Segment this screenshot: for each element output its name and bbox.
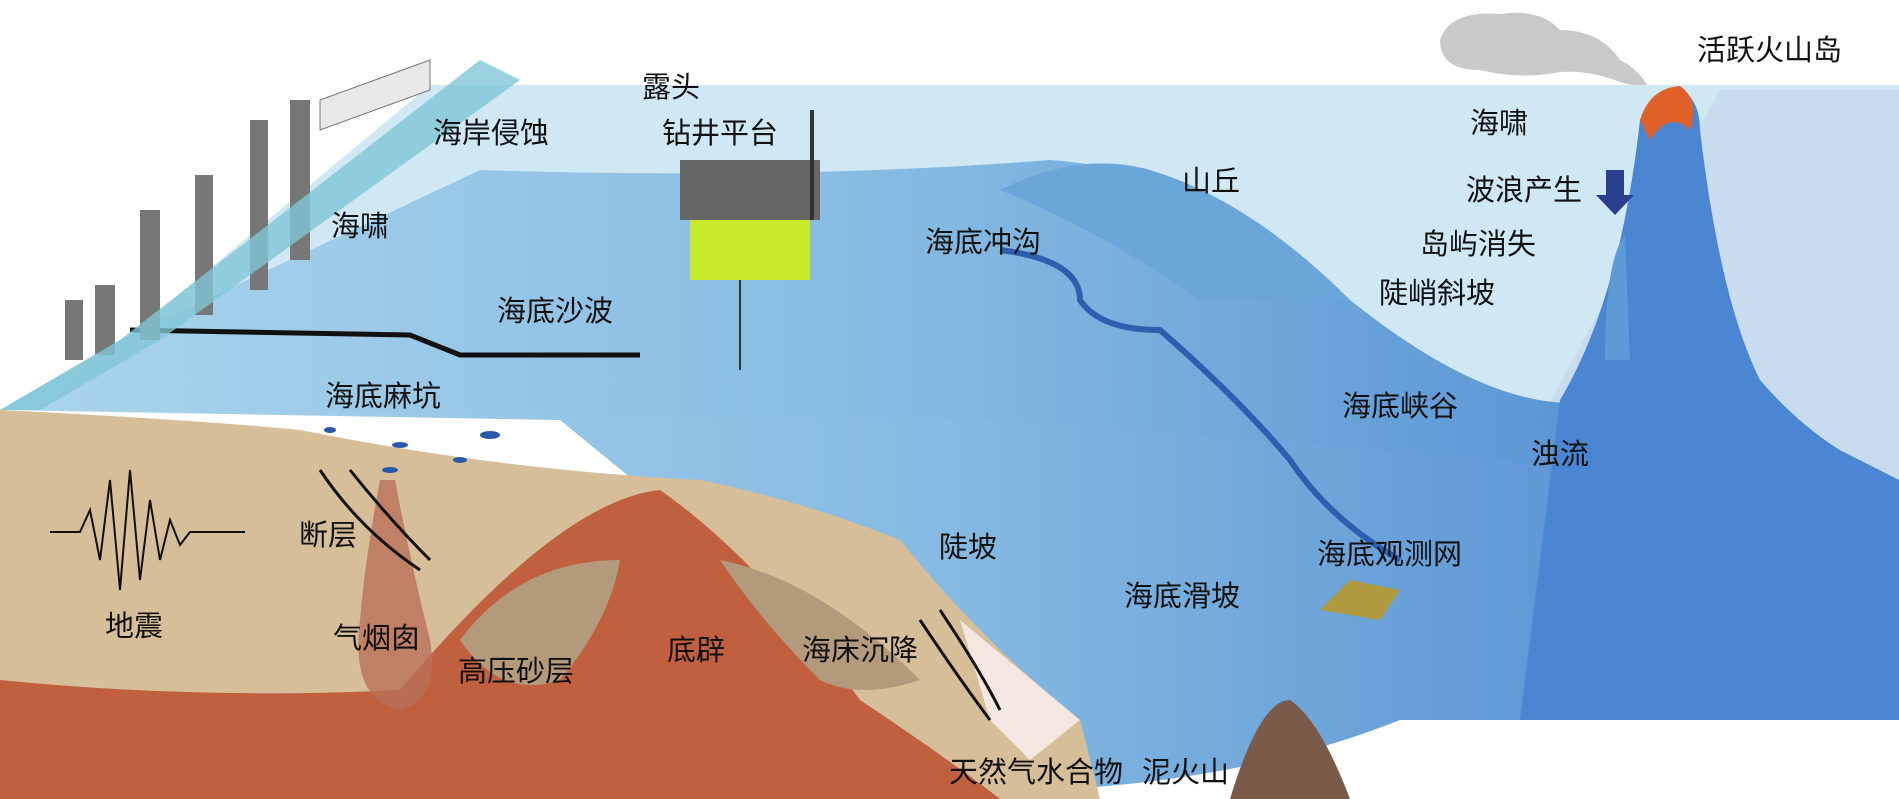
- label-scarp: 陡坡: [939, 530, 997, 564]
- label-hill: 山丘: [1182, 164, 1240, 198]
- label-wave-generation: 波浪产生: [1466, 173, 1582, 207]
- submarine-canyon-channel: [999, 247, 1402, 563]
- volcano-island: [1520, 88, 1899, 720]
- label-outcrop: 露头: [642, 70, 700, 104]
- mud-volcano: [1230, 700, 1350, 799]
- lava: [1640, 86, 1694, 140]
- down-arrow-icon: [1596, 170, 1634, 215]
- label-observation-network: 海底观测网: [1317, 537, 1462, 571]
- coastline: [0, 60, 520, 410]
- label-island-disappears: 岛屿消失: [1420, 227, 1536, 261]
- pockmarks: [324, 427, 500, 473]
- label-seabed-subsidence: 海床沉降: [802, 633, 918, 667]
- seismogram-icon: [50, 469, 245, 591]
- label-diapir: 底辟: [667, 633, 725, 667]
- label-submarine-canyon: 海底峡谷: [1342, 389, 1458, 423]
- volcanic-smoke: [1440, 12, 1650, 90]
- labels: 活跃火山岛 露头 海岸侵蚀 钻井平台 海啸 海底沙波 山丘 海底冲沟 海啸 波浪…: [105, 33, 1842, 789]
- label-active-volcano-island: 活跃火山岛: [1697, 33, 1842, 67]
- label-submarine-landslide: 海底滑坡: [1124, 579, 1240, 613]
- label-pockmarks: 海底麻坑: [325, 379, 441, 413]
- drilling-platform: [680, 110, 820, 370]
- label-seabed-gully: 海底冲沟: [925, 225, 1041, 259]
- island-remnant: [1605, 235, 1630, 360]
- high-pressure-sand: [460, 560, 620, 685]
- pipeline: [129, 327, 640, 358]
- label-sand-waves: 海底沙波: [497, 294, 613, 328]
- label-steep-slope: 陡峭斜坡: [1379, 276, 1495, 310]
- sand-layer-right: [720, 560, 920, 690]
- observation-node: [1320, 580, 1400, 620]
- label-mud-volcano: 泥火山: [1142, 755, 1229, 789]
- label-gas-chimney: 气烟囱: [333, 621, 420, 655]
- label-tsunami-right: 海啸: [1470, 106, 1528, 140]
- label-turbidity-current: 浊流: [1531, 437, 1589, 471]
- label-drilling-platform: 钻井平台: [662, 116, 778, 150]
- faults: [318, 469, 1002, 721]
- gas-hydrate-zone: [960, 620, 1080, 760]
- seafloor-water: [0, 160, 1899, 790]
- label-coastal-erosion: 海岸侵蚀: [433, 116, 549, 150]
- label-gas-hydrate: 天然气水合物: [949, 755, 1123, 789]
- label-earthquake: 地震: [105, 609, 163, 643]
- label-fault: 断层: [299, 518, 357, 552]
- label-high-pressure-sand: 高压砂层: [458, 654, 574, 688]
- label-tsunami-left: 海啸: [331, 209, 389, 243]
- hill: [1000, 163, 1350, 300]
